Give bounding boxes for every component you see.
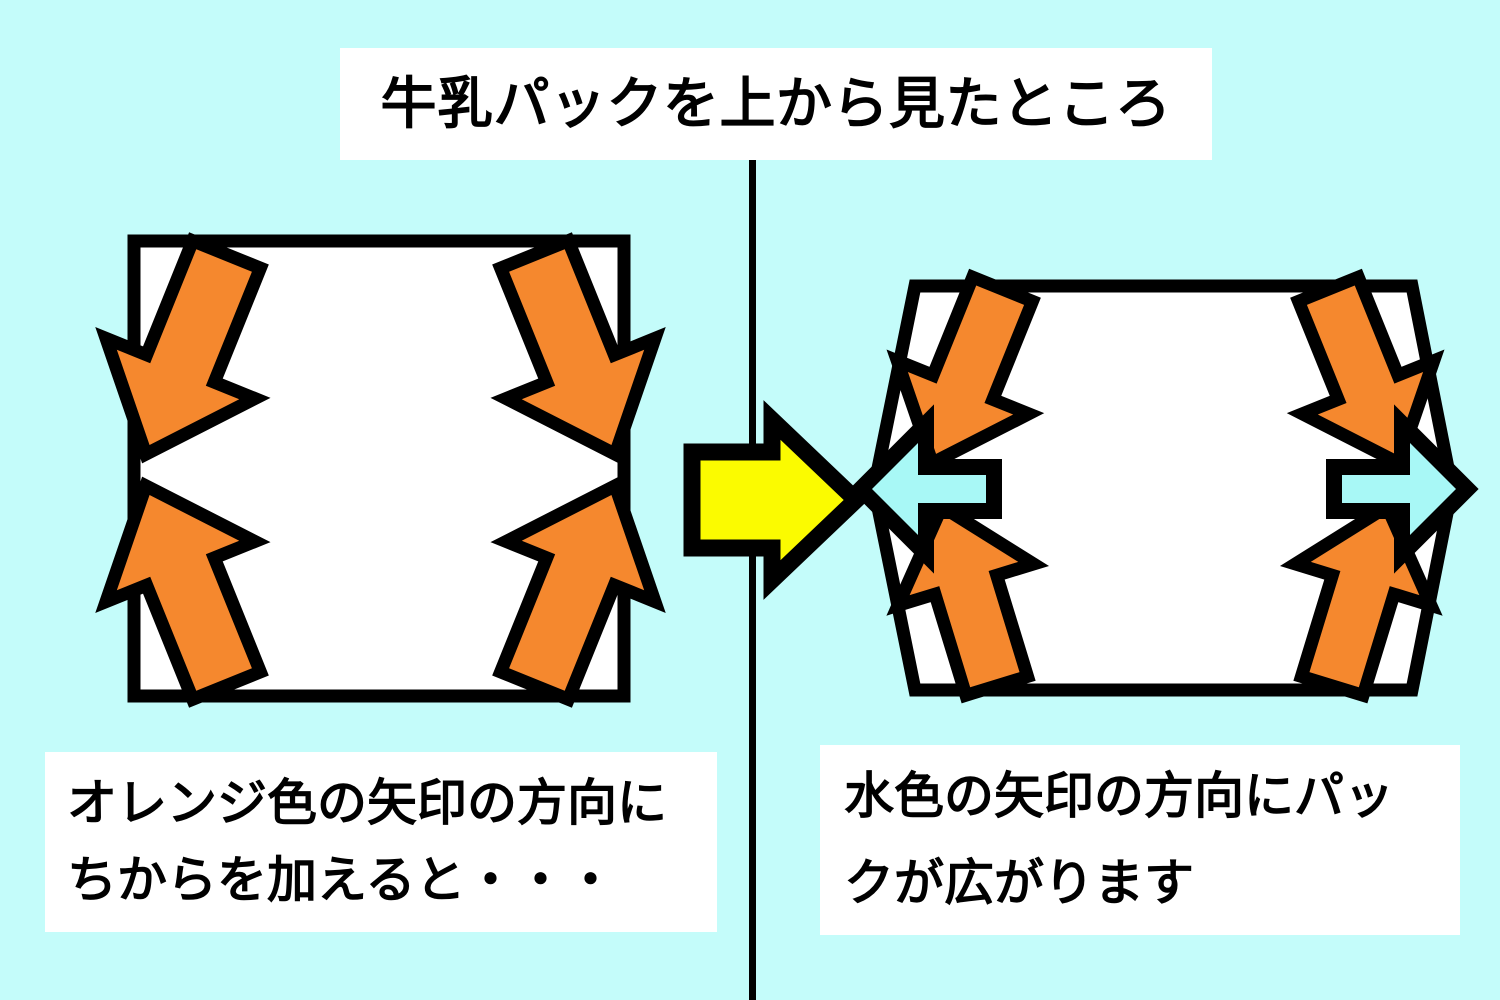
force-arrow-top-left xyxy=(95,232,271,464)
caption-left-box: オレンジ色の矢印の方向に ちからを加えると・・・ xyxy=(45,752,717,932)
expansion-arrow-left xyxy=(849,404,1002,574)
force-arrow-top-left xyxy=(886,268,1045,473)
caption-right-line-2: クが広がります xyxy=(844,855,1194,911)
force-arrow-bottom-left xyxy=(886,497,1050,704)
force-arrow-bottom-left xyxy=(95,476,271,708)
expansion-arrow-right xyxy=(1326,404,1479,574)
title-box: 牛乳パックを上から見たところ xyxy=(340,48,1212,160)
caption-right-box: 水色の矢印の方向にパッ クが広がります xyxy=(820,745,1460,935)
caption-right-line-1: 水色の矢印の方向にパッ xyxy=(844,767,1394,824)
left-panel-square xyxy=(95,232,666,708)
caption-left-line-1: オレンジ色の矢印の方向に xyxy=(67,774,667,831)
right-panel-hexagon xyxy=(849,268,1479,704)
force-arrow-bottom-right xyxy=(490,476,666,708)
force-arrow-top-right xyxy=(490,232,666,464)
caption-left-line-2: ちからを加えると・・・ xyxy=(67,852,616,908)
vertical-divider xyxy=(749,158,756,1000)
yellow-right-arrow xyxy=(683,400,869,600)
page-title: 牛乳パックを上から見たところ xyxy=(380,71,1172,135)
